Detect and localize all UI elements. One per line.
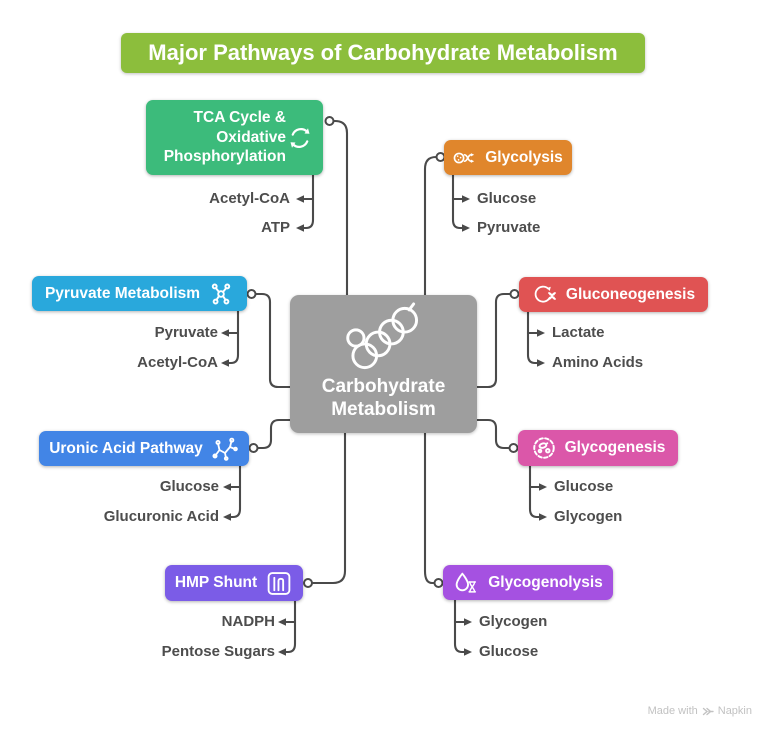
droplet-dna-icon — [455, 572, 477, 593]
branch-label: Glycolysis — [485, 148, 563, 166]
child-label: Lactate — [552, 324, 605, 341]
branch-label: Glycogenesis — [564, 439, 666, 456]
child-label: Acetyl-CoA — [209, 190, 290, 207]
diagram-title: Major Pathways of Carbohydrate Metabolis… — [121, 33, 645, 73]
branch-pyruvate-metabolism: Pyruvate Metabolism — [32, 276, 247, 311]
branch-glycolysis: Glycolysis — [444, 140, 572, 175]
cycle-arrows-icon — [290, 127, 310, 148]
branch-label: Pyruvate Metabolism — [44, 284, 201, 302]
child-label: Glycogen — [554, 508, 623, 525]
center-node-carbohydrate-metabolism: Carbohydrate Metabolism — [290, 295, 477, 433]
branch-label: Glycogenolysis — [488, 573, 603, 591]
branch-gluconeogenesis: Gluconeogenesis — [519, 277, 708, 312]
child-label: Glucose — [479, 643, 539, 660]
child-label: Amino Acids — [552, 354, 644, 371]
child-label: Pyruvate — [477, 219, 541, 236]
center-label-line2: Metabolism — [331, 399, 436, 420]
child-label: Glucuronic Acid — [103, 508, 219, 525]
child-label: Glucose — [477, 190, 537, 207]
child-label: Pentose Sugars — [161, 643, 275, 660]
center-label-line1: Carbohydrate — [321, 376, 446, 397]
branch-glycogenesis: Glycogenesis — [518, 430, 678, 466]
child-label: Glucose — [554, 478, 614, 495]
branching-molecule-icon — [211, 282, 231, 305]
child-label: Acetyl-CoA — [137, 354, 218, 371]
molecule-split-icon — [453, 152, 475, 163]
child-label: Glycogen — [479, 613, 548, 630]
branch-tca-cycle: TCA Cycle & Oxidative Phosphorylation — [146, 100, 323, 175]
branch-glycogenolysis: Glycogenolysis — [443, 565, 613, 600]
branch-label: Gluconeogenesis — [565, 285, 696, 303]
granule-icon — [532, 437, 555, 459]
child-label: ATP — [261, 219, 290, 236]
branch-label: TCA Cycle & Oxidative Phosphorylation — [163, 109, 286, 165]
branch-uronic-acid-pathway: Uronic Acid Pathway — [39, 431, 249, 466]
child-label: NADPH — [221, 613, 275, 630]
shunt-icon — [267, 571, 291, 595]
made-with-label: Made with — [647, 705, 698, 717]
cycle-dna-icon — [534, 285, 556, 302]
molecule-network-icon — [212, 437, 238, 461]
carbohydrate-chain-icon — [345, 302, 418, 370]
child-label: Pyruvate — [154, 324, 218, 341]
napkin-logo-icon — [702, 707, 714, 715]
branch-label: HMP Shunt — [174, 574, 258, 591]
made-with-napkin-credit: Made with Napkin — [648, 705, 752, 717]
branch-hmp-shunt: HMP Shunt — [165, 565, 303, 601]
child-label: Glucose — [159, 478, 219, 495]
brand-label: Napkin — [717, 705, 752, 717]
branch-label: Uronic Acid Pathway — [49, 439, 203, 457]
